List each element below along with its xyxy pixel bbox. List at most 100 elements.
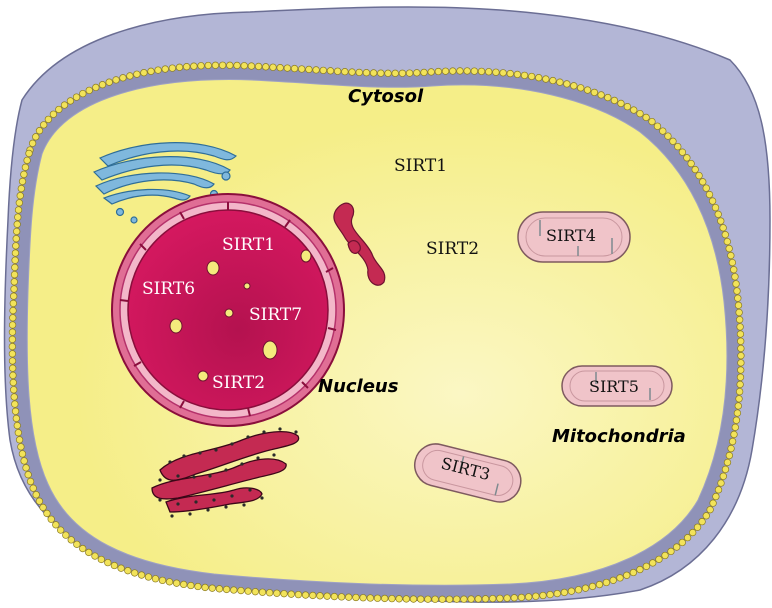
membrane-bead (11, 249, 20, 257)
membrane-bead (391, 69, 399, 77)
membrane-bead (17, 184, 25, 193)
membrane-bead (648, 117, 656, 126)
membrane-bead (161, 65, 169, 73)
membrane-bead (728, 258, 737, 267)
membrane-bead (678, 148, 687, 156)
membrane-bead (642, 562, 651, 571)
membrane-bead (104, 558, 112, 567)
organelle-fragment (333, 202, 386, 286)
membrane-bead (10, 278, 18, 286)
membrane-bead (373, 594, 382, 602)
membrane-bead (735, 395, 743, 403)
membrane-bead (381, 594, 389, 603)
membrane-bead (309, 591, 317, 600)
membrane-bead (532, 592, 540, 600)
membrane-beads (8, 61, 745, 603)
membrane-bead (172, 579, 181, 587)
membrane-bead (190, 62, 198, 70)
membrane-bead (441, 67, 450, 75)
membrane-bead (226, 61, 234, 69)
membrane-bead (326, 67, 335, 75)
membrane-bead (481, 595, 490, 603)
membrane-bead (470, 67, 479, 75)
membrane-bead (269, 63, 277, 71)
membrane-bead (636, 565, 644, 574)
membrane-bead (706, 506, 714, 514)
membrane-bead (258, 588, 267, 596)
membrane-bead (733, 287, 741, 295)
membrane-bead (409, 595, 418, 603)
membrane-bead (140, 69, 148, 77)
membrane-bead (693, 523, 702, 531)
membrane-bead (8, 335, 17, 344)
membrane-bead (8, 350, 17, 358)
membrane-bead (66, 97, 75, 105)
membrane-bead (460, 595, 468, 603)
membrane-bead (14, 213, 22, 221)
membrane-bead (280, 590, 288, 598)
membrane-bead (201, 583, 209, 592)
membrane-bead (244, 587, 252, 595)
membrane-bead (610, 96, 619, 105)
membrane-bead (717, 217, 725, 225)
membrane-bead (197, 62, 205, 70)
membrane-bead (719, 224, 727, 232)
membrane-bead (420, 68, 428, 77)
membrane-bead (702, 184, 710, 192)
membrane-bead (731, 273, 739, 281)
mitochondrion-sirt5 (561, 365, 673, 407)
membrane-bead (725, 244, 733, 253)
membrane-bead (695, 171, 703, 180)
membrane-bead (456, 67, 464, 75)
membrane-bead (590, 88, 599, 97)
membrane-bead (254, 62, 263, 71)
membrane-bead (366, 594, 374, 602)
membrane-bead (222, 585, 231, 594)
membrane-bead (734, 294, 742, 302)
membrane-bead (165, 578, 174, 586)
membrane-bead (126, 72, 134, 80)
membrane-bead (520, 71, 529, 80)
membrane-bead (583, 86, 592, 94)
membrane-bead (79, 89, 87, 98)
membrane-bead (13, 220, 21, 228)
membrane-bead (251, 588, 259, 596)
membrane-bead (13, 421, 21, 430)
membrane-bead (119, 74, 127, 82)
membrane-bead (337, 593, 346, 601)
membrane-bead (79, 544, 87, 553)
membrane-bead (736, 323, 744, 331)
membrane-bead (727, 444, 735, 453)
membrane-bead (345, 593, 353, 601)
membrane-bead (674, 142, 682, 151)
membrane-bead (218, 61, 227, 69)
membrane-bead (549, 76, 557, 85)
membrane-bead (678, 538, 686, 547)
membrane-bead (85, 548, 93, 557)
membrane-bead (398, 69, 407, 77)
membrane-bead (14, 206, 23, 214)
membrane-bead (11, 400, 19, 408)
membrane-bead (247, 62, 256, 70)
membrane-bead (510, 594, 518, 602)
membrane-bead (699, 178, 707, 186)
membrane-bead (405, 69, 414, 77)
membrane-bead (691, 165, 699, 174)
membrane-bead (117, 564, 125, 572)
membrane-bead (215, 585, 224, 593)
membrane-bead (737, 366, 745, 374)
membrane-bead (636, 109, 644, 118)
membrane-bead (712, 492, 720, 501)
membrane-bead (240, 62, 248, 70)
membrane-bead (10, 386, 18, 394)
membrane-bead (151, 575, 160, 583)
membrane-bead (323, 592, 331, 600)
membrane-bead (158, 576, 167, 585)
membrane-bead (20, 457, 28, 465)
membrane-bead (13, 227, 21, 236)
membrane-bead (727, 251, 735, 260)
membrane-bead (28, 139, 37, 147)
membrane-bead (92, 83, 100, 92)
membrane-bead (736, 330, 745, 338)
